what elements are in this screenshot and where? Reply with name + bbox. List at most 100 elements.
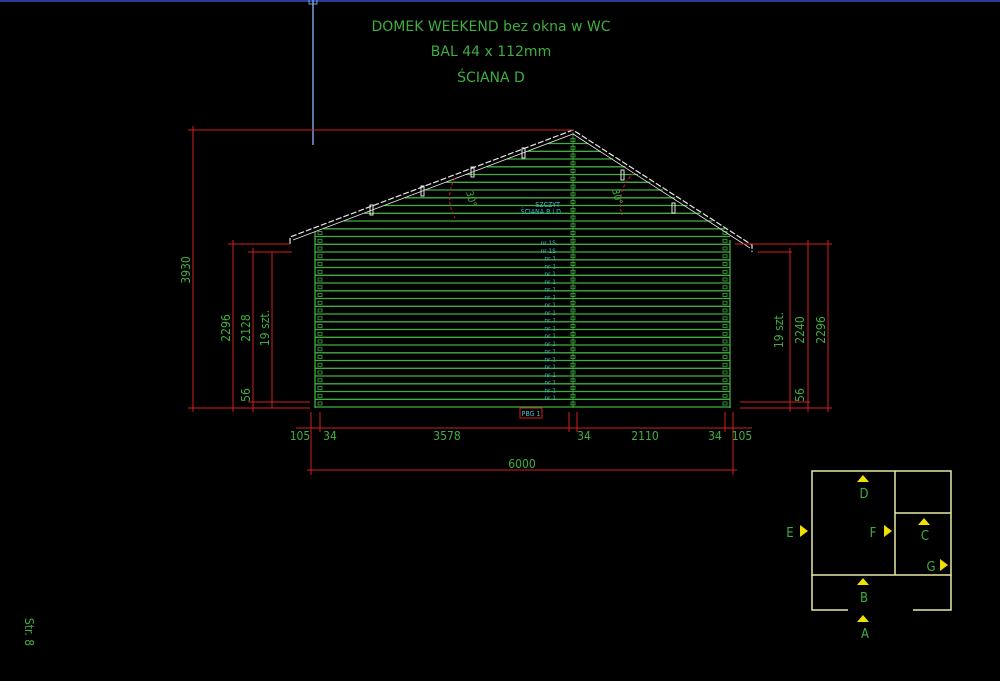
title-line-2: BAL 44 x 112mm (431, 44, 551, 60)
log-notch (722, 347, 728, 352)
log-label: nr 1 (544, 348, 556, 356)
log-notch (317, 277, 323, 282)
log-notch (317, 339, 323, 344)
log-notch (317, 293, 323, 297)
log-label: nr 1 (544, 324, 556, 332)
key-label-a: A (861, 627, 869, 642)
log-notch (317, 331, 323, 336)
dim-overall: 6000 (508, 457, 536, 471)
log-notch (722, 339, 728, 344)
log-notch (722, 355, 728, 359)
log-notch (722, 378, 728, 383)
log-notch (317, 324, 323, 328)
dim-right-wall: 2296 (814, 316, 828, 344)
view-arrows (800, 475, 948, 622)
log-label: nr 1 (544, 386, 556, 394)
log-label: nr 1 (544, 286, 556, 294)
log-notch (317, 269, 323, 274)
log-label: nr 1 (544, 255, 556, 263)
dim-left-total: 3930 (179, 256, 193, 284)
dim-left-count: 19 szt. (258, 310, 272, 346)
dimension-lines (188, 126, 832, 475)
log-notch (722, 308, 728, 313)
log-notch (317, 285, 323, 290)
title-line-1: DOMEK WEEKEND bez okna w WC (371, 19, 610, 35)
dim-left-wall: 2296 (219, 314, 233, 342)
key-label-g: G (926, 560, 935, 575)
log-notch (317, 316, 323, 321)
key-plan: D E F C G B A (786, 470, 952, 642)
log-notch (722, 246, 728, 251)
log-notch (722, 277, 728, 282)
log-notch (317, 347, 323, 352)
log-notch (317, 401, 323, 406)
log-notch (317, 308, 323, 313)
log-notch (317, 262, 323, 266)
log-label: nr 1 (544, 309, 556, 317)
log-notch (317, 386, 323, 390)
log-notch (722, 370, 728, 375)
log-notch (722, 269, 728, 274)
log-label: nr 1S (541, 247, 557, 255)
log-label: nr 1 (544, 363, 556, 371)
log-notch (722, 316, 728, 321)
key-label-b: B (860, 591, 868, 606)
log-notch (722, 331, 728, 336)
dim-right-inner: 2240 (793, 316, 807, 344)
log-label: nr 1 (544, 340, 556, 348)
log-notch (722, 262, 728, 266)
key-label-e: E (786, 526, 793, 541)
base-label-box (519, 407, 543, 419)
dim-bottom-3: 34 (577, 429, 591, 443)
log-notch (317, 355, 323, 359)
dim-left-bottom: 56 (239, 388, 253, 402)
log-notch (722, 238, 728, 243)
gable-wall-label: ŚCIANA B i D (521, 207, 562, 216)
log-notch (722, 386, 728, 390)
log-label: nr 1 (544, 278, 556, 286)
angle-right: 30° (609, 188, 624, 206)
dimension-labels: 3930 2296 2128 19 szt. 56 19 szt. 2240 2… (179, 256, 828, 471)
log-notch (317, 370, 323, 375)
log-notch (722, 324, 728, 328)
log-notch (722, 285, 728, 290)
log-label: nr 1 (544, 355, 556, 363)
roof-inner (292, 133, 751, 249)
log-notch (317, 393, 323, 398)
log-notch (317, 378, 323, 383)
roof-outline (289, 129, 753, 252)
key-label-c: C (921, 529, 929, 544)
roof-purlins (369, 147, 676, 216)
title-line-3: ŚCIANA D (457, 68, 525, 86)
dim-bottom-5: 34 (708, 429, 722, 443)
gable-label: SZCZYT (535, 201, 560, 209)
log-label: nr 1 (544, 332, 556, 340)
dim-right-count: 19 szt. (772, 312, 786, 348)
page-label: Str. 8 (22, 618, 36, 646)
angle-arc-left (449, 177, 456, 219)
log-label: nr 1 (544, 262, 556, 270)
log-notch (317, 300, 323, 305)
angle-arc-right (619, 172, 635, 216)
log-notch (722, 362, 728, 367)
dim-bottom-0: 105 (290, 429, 311, 443)
log-notch (722, 401, 728, 406)
log-label: nr 1 (544, 317, 556, 325)
dim-bottom-1: 34 (323, 429, 337, 443)
log-notch (722, 393, 728, 398)
log-label: nr 1S (541, 239, 557, 247)
dim-bottom-2: 3578 (433, 429, 461, 443)
log-label: nr 1 (544, 293, 556, 301)
log-notch (317, 231, 323, 235)
dim-left-inner: 2128 (239, 314, 253, 342)
log-notch (317, 238, 323, 243)
key-label-f: F (870, 526, 877, 541)
log-label: nr 1 (544, 301, 556, 309)
dim-bottom-6: 105 (732, 429, 753, 443)
log-notch (317, 362, 323, 367)
dim-bottom-4: 2110 (631, 429, 659, 443)
cursor-box (308, 0, 318, 5)
dim-right-bottom: 56 (793, 388, 807, 402)
